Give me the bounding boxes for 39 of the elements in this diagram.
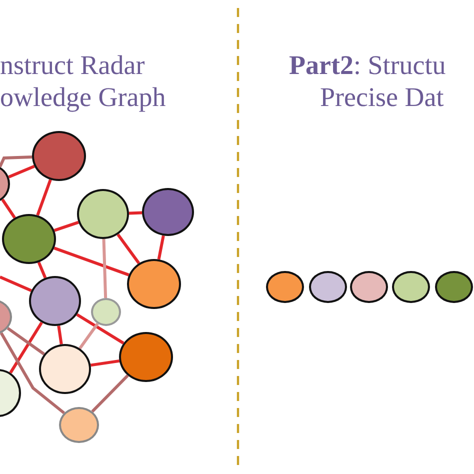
heading-text: Part2: Structu <box>289 52 446 79</box>
heading-text: owledge Graph <box>0 84 166 111</box>
connector-line <box>9 322 43 374</box>
circle-node <box>77 189 129 239</box>
circle-node <box>266 271 304 303</box>
connector-line <box>116 234 140 264</box>
circle-node <box>39 344 91 394</box>
connector-line <box>90 359 120 367</box>
circle-node <box>350 271 388 303</box>
circle-node <box>392 271 430 303</box>
connector-line <box>91 374 129 413</box>
connector-line <box>0 332 66 414</box>
circle-node <box>127 259 181 309</box>
circle-node <box>435 271 473 303</box>
connector-line <box>76 313 124 344</box>
circle-node <box>32 131 86 181</box>
connector-line <box>37 262 47 278</box>
circle-node <box>119 332 173 382</box>
connector-line <box>128 211 142 215</box>
circle-node <box>91 298 121 326</box>
circle-node <box>309 271 347 303</box>
connector-line <box>54 246 130 276</box>
circle-node <box>2 214 56 264</box>
heading-text: Precise Dat <box>320 84 444 111</box>
connector-line <box>157 235 165 260</box>
connector-line <box>0 276 32 292</box>
connector-line <box>36 179 52 216</box>
connector-line <box>78 322 99 350</box>
connector-line <box>1 198 16 219</box>
circle-node <box>142 188 194 236</box>
connector-line <box>102 238 108 298</box>
connector-line <box>0 155 32 168</box>
circle-node <box>59 407 99 443</box>
connector-line <box>6 326 45 356</box>
connector-line <box>54 220 79 232</box>
heading-text: nstruct Radar <box>0 52 145 79</box>
circle-node <box>29 276 81 326</box>
connector-line <box>57 326 63 344</box>
connector-line <box>8 164 35 178</box>
